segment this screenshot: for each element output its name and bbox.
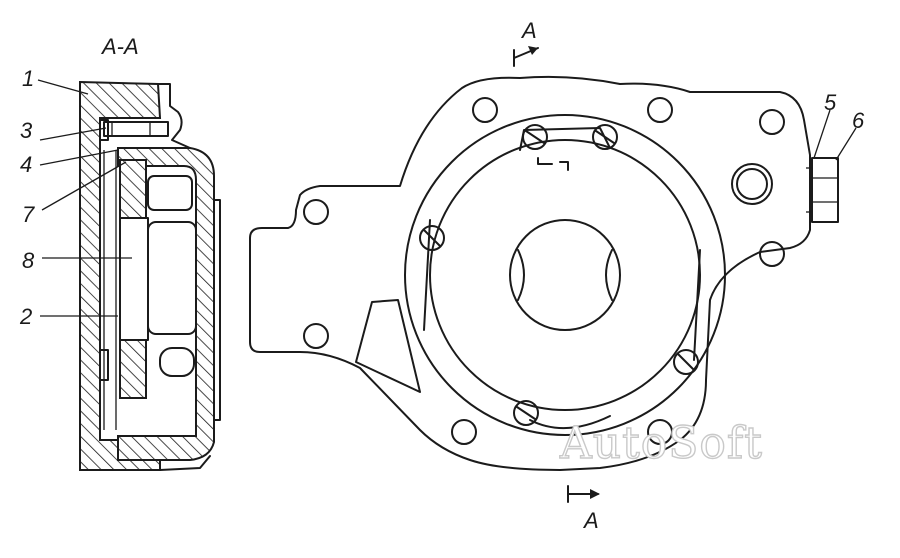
pump-body-wall	[117, 147, 215, 461]
slot-screw-2	[592, 124, 618, 150]
section-view	[37, 79, 221, 471]
body-rear-edge	[213, 199, 221, 421]
section-mark-bottom: A	[582, 508, 599, 533]
oil-channel-lower	[159, 347, 195, 377]
part-label-5: 5	[824, 90, 837, 115]
screw-head-upper	[99, 119, 109, 141]
mount-hole-8	[647, 419, 673, 445]
part-label-3: 3	[20, 118, 33, 143]
part-label-1: 1	[22, 66, 34, 91]
outer-bore-ring	[404, 114, 726, 436]
section-arrow-bottom	[567, 485, 600, 503]
boss-outer	[731, 163, 773, 205]
mount-hole-7	[451, 419, 477, 445]
watermark: AutoSoft	[559, 418, 763, 469]
mount-hole-2	[647, 97, 673, 123]
rotor-cavity	[147, 221, 197, 335]
housing-outline	[249, 75, 811, 471]
outer-rotor-upper	[119, 159, 147, 219]
section-arrow-top	[513, 46, 539, 67]
part-label-7: 7	[22, 202, 35, 227]
mount-hole-1	[472, 97, 498, 123]
inner-rotor	[119, 217, 149, 341]
section-mark-top: A	[520, 18, 537, 43]
slot-screw-4	[673, 349, 699, 375]
mount-hole-4	[303, 199, 329, 225]
mount-hole-3	[759, 109, 785, 135]
relief-valve-plug	[811, 157, 839, 223]
oil-channel-upper	[147, 175, 193, 211]
outer-rotor-lower	[119, 339, 147, 399]
slot-screw-3	[419, 225, 445, 251]
slot-screw-5	[513, 400, 539, 426]
part-label-4: 4	[20, 152, 32, 177]
timing-marks	[537, 157, 569, 171]
bottom-recess	[529, 415, 611, 429]
part-label-6: 6	[852, 108, 865, 133]
screw-upper	[103, 121, 169, 137]
mount-hole-6	[303, 323, 329, 349]
part-label-2: 2	[19, 304, 32, 329]
shaft-bore	[509, 219, 621, 331]
part-label-8: 8	[22, 248, 35, 273]
triangular-cutout	[355, 299, 421, 393]
section-title: A-A	[100, 34, 139, 59]
slot-screw-1	[522, 124, 548, 150]
port-edges	[423, 219, 701, 361]
inner-bore-ring	[429, 139, 701, 411]
mount-hole-5	[759, 241, 785, 267]
shaft-flats	[517, 249, 613, 301]
body-flange-outline	[157, 83, 211, 471]
boss-inner	[736, 168, 768, 200]
front-view	[249, 46, 857, 503]
